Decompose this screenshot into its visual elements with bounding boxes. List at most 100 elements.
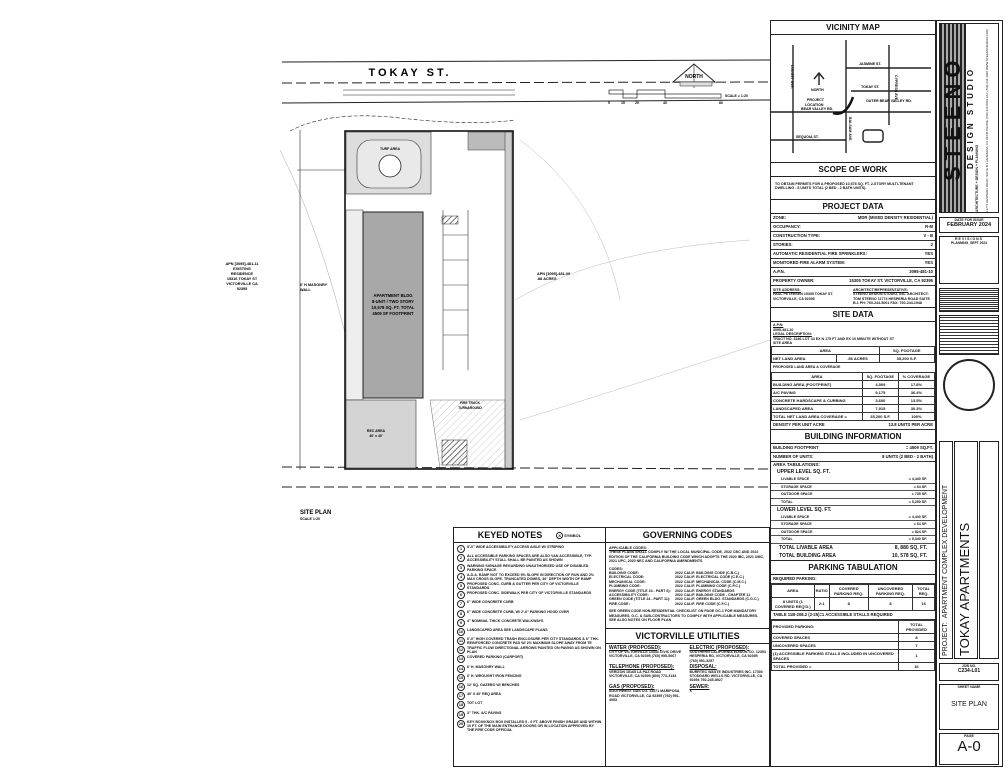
note-number-icon: 1	[457, 545, 465, 554]
cell: (1) ACCESSIBLE PARKING STALLS INCLUDED I…	[771, 648, 899, 663]
trash-enclosure	[441, 439, 468, 466]
lower-level-label: LOWER LEVEL SQ. FT.	[777, 506, 832, 513]
drawing-scale: SCALE 1:20	[300, 517, 320, 521]
street-label: JASMINE ST.	[859, 62, 881, 66]
project-data-row: OCCUPANCY:R-M	[771, 223, 935, 232]
wall-label: 6' H MASONRY	[300, 283, 328, 287]
codes-note: SEE GREEN CODE NON-RESIDENTIAL CHECKLIST…	[609, 609, 759, 623]
cell: 7	[897, 640, 936, 650]
site-address-label: SITE ADDRESS:	[773, 287, 801, 292]
area-value: = 64 SF.	[913, 484, 927, 489]
note-text: 4" NOMINAL THICK CONCRETE WALKWAYS	[467, 618, 544, 623]
site-plan-drawing: TOKAY ST. TURF AREA APARTMENT BLDG 8-UNI…	[226, 59, 770, 521]
row-label: ZONE:	[773, 215, 787, 221]
area-label: LIVABLE SPACE	[781, 514, 810, 519]
cell: 8	[897, 632, 936, 642]
note-number-icon: 14	[457, 664, 465, 673]
cell: 9,175	[861, 387, 899, 397]
scale-tick: 10	[621, 101, 625, 105]
project-name: TOKAY APARTMENTS	[954, 441, 978, 659]
note-number-icon: 7	[457, 600, 465, 609]
utility-text: SOUTHWEST GAS CO. 13471 MARIPOSA ROAD VI…	[609, 689, 680, 702]
utility-item: ELECTRIC (PROPOSED):SOUTHERN CALIFORNIA …	[689, 644, 767, 664]
parking-stalls	[442, 210, 469, 370]
street-label: OUTER BEAR VALLEY RD.	[866, 99, 912, 103]
cell: 1	[897, 648, 936, 663]
note-number-icon: 5	[457, 581, 465, 590]
code-row: PLUMBING CODE:2022 CALIF. PLUMBING CODE …	[609, 584, 766, 588]
cell: CONCRETE HARDSCAPE & CURBING	[771, 395, 863, 405]
row-value: = 4509 SQ.FT.	[905, 445, 933, 451]
cell: NET LAND AREA	[771, 354, 837, 364]
utility-label: WATER (PROPOSED):	[609, 644, 662, 651]
governing-codes-title: GOVERNING CODES	[606, 528, 769, 543]
architect: STEENO DESIGN STUDIO, INC. ARCHITECT: TO…	[853, 292, 930, 306]
note-text: PROPOSED CONC. SIDEWALK PER CITY OF VICT…	[467, 591, 592, 596]
utility-item: WATER (PROPOSED):CITY OF VICTORVILLE 143…	[609, 644, 686, 664]
street-label: CYPRESS AVE.	[894, 75, 898, 101]
note-text: 8'-0" WIDE ACCESSIBILITY ACCESS AISLE W/…	[467, 545, 564, 550]
cell: BUILDING AREA (FOOTPRINT)	[771, 379, 863, 389]
code-value: 2022 CALIF. BUILDING CODE (C.B.C.)	[674, 571, 740, 576]
scope-title: SCOPE OF WORK	[771, 162, 935, 177]
row-label: OCCUPANCY:	[773, 224, 801, 230]
row-label: BUILDING FOOTPRINT	[773, 445, 819, 451]
code-value: 2022 CALIF. FIRE CODE (C.F.C.)	[674, 601, 730, 606]
note-number-icon: 15	[457, 673, 465, 682]
code-value: 2022 CALIF. ELECTRICAL CODE (C.E.C.)	[674, 575, 745, 580]
row-value: 3095-481-10	[909, 269, 933, 275]
total-label: TOTAL BUILDING AREA	[779, 552, 837, 559]
cell: COVERED SPACES	[771, 632, 899, 642]
scope-text: TO OBTAIN PERMITS FOR A PROPOSED 10,578 …	[771, 177, 935, 200]
area-row: TOTAL= 5,340 SF.	[771, 536, 935, 544]
project-location-label: PROJECT	[807, 98, 825, 102]
utility-text: X	[689, 689, 692, 694]
project-location-label: LOCATION	[805, 103, 824, 107]
firm-name: STEENO	[940, 24, 966, 212]
building-row: BUILDING FOOTPRINT = 4509 SQ.FT.	[771, 444, 935, 453]
note-text: 6' H. WROUGHT IRON FENCING	[467, 673, 522, 678]
area-value: = 4,440 SF.	[908, 514, 927, 519]
code-value: 2022 CALIF. MECHANICAL CODE (C.M.C.)	[674, 579, 747, 584]
cell: 3,600	[861, 395, 899, 405]
utility-label: GAS (PROPOSED):	[609, 683, 655, 690]
cell: LANDSCAPED AREA	[771, 403, 863, 413]
vicinity-map: JASMINE ST. TOKAY ST. OUTER BEAR VALLEY …	[771, 40, 931, 153]
utility-label: ELECTRIC (PROPOSED):	[689, 644, 750, 651]
apn-left-line: EXISTING	[233, 267, 251, 271]
site-data-title: SITE DATA	[771, 307, 935, 323]
cell: UNCOVERED SPACES	[771, 640, 899, 650]
area-label: OUTDOOR SPACE	[781, 492, 813, 497]
cell: 4,509	[861, 379, 899, 389]
vicinity-map-title: VICINITY MAP	[771, 21, 935, 35]
col-header: % COVERAGE	[897, 371, 936, 381]
code-value: 2022 CALIF. GREEN BLDG. STANDARDS (C.G.C…	[674, 597, 759, 602]
parking-title: PARKING TABULATION	[771, 559, 935, 575]
row-label: PROPERTY OWNER:	[773, 278, 815, 284]
area-row: OUTDOOR SPACE= 735 SF.	[771, 491, 935, 499]
area-row: LIVABLE SPACE= 4,440 SF.	[771, 476, 935, 484]
scale-bar	[608, 89, 722, 99]
note-text: COVERED PARKING (CARPORT)	[467, 655, 524, 660]
project-data-title: PROJECT DATA	[771, 200, 935, 214]
area-value: = 64 SF.	[913, 522, 927, 527]
wall-label: WALL	[300, 288, 311, 292]
code-row: ELECTRICAL CODE:2022 CALIF. ELECTRICAL C…	[609, 575, 766, 579]
drawing-title: SITE PLAN	[300, 510, 331, 516]
provided-row: TOTAL PROVIDED =16	[771, 661, 936, 671]
area-value: = 5,250 SF.	[908, 499, 927, 504]
apn-left-line: 92395	[237, 287, 248, 291]
code-row: BUILDING CODE:2022 CALIF. BUILDING CODE …	[609, 571, 766, 575]
note-number-icon: 3	[457, 563, 465, 572]
project-label: PROJECT:	[942, 622, 949, 656]
apartment-building	[362, 211, 424, 399]
project-data-row: AUTOMATIC RESIDENTIAL FIRE SPRINKLERS:YE…	[771, 250, 935, 259]
code-row: ENERGY CODE (TITLE 24 - PART 6):2022 CAL…	[609, 589, 766, 593]
utility-label: DISPOSAL:	[689, 664, 717, 671]
